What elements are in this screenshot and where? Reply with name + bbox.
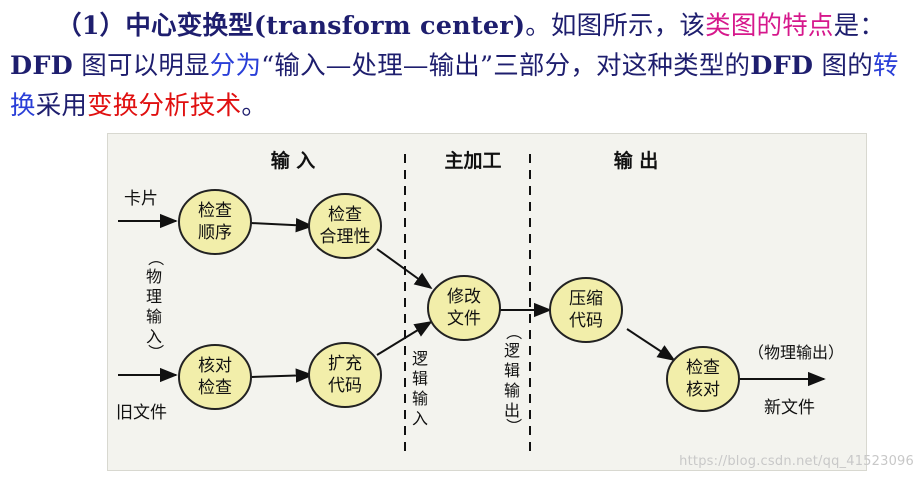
text-segment: 图可以明显	[72, 51, 210, 81]
section-main-title: 主加工	[444, 150, 501, 172]
section-output-title: 输 出	[614, 149, 659, 172]
svg-text:顺序: 顺序	[198, 223, 232, 243]
text-segment: 。如图所示，该	[525, 11, 706, 41]
label-new-file: 新文件	[764, 398, 815, 418]
label-old-file: 旧文件	[116, 403, 167, 423]
term-dfd: DFD	[10, 51, 73, 81]
paragraph-lead: （1）中心变换型(transform center)。如图所示，该类图的特点是：…	[10, 11, 899, 121]
label-logical-output: （ 逻 辑 输 出 ）	[504, 324, 523, 434]
svg-text:核对: 核对	[198, 356, 232, 376]
watermark-url: https://blog.csdn.net/qq_41523096	[679, 454, 914, 469]
text-segment: 三部分，对这种类型的	[493, 51, 751, 81]
node-expand: 扩充 代码	[308, 342, 382, 408]
arrow-expand-to-modify	[376, 321, 433, 356]
svg-text:检查: 检查	[198, 378, 232, 398]
svg-text:辑: 辑	[412, 369, 428, 388]
svg-text:（: （	[504, 324, 523, 340]
label-physical-output: （物理输出）	[748, 343, 844, 362]
node-check-verify: 检查 核对	[666, 346, 740, 412]
term-dfd: DFD	[750, 51, 814, 81]
svg-text:压缩: 压缩	[569, 289, 603, 309]
intro-paragraph: （1）中心变换型(transform center)。如图所示，该类图的特点是：…	[10, 6, 916, 126]
svg-text:输: 输	[412, 389, 428, 408]
highlight-transform: 转换	[10, 51, 899, 121]
arrow-reasonable-to-modify	[376, 248, 433, 290]
svg-text:（: （	[146, 250, 165, 266]
section-input-title: 输 入	[271, 149, 316, 172]
node-verify: 核对 检查	[178, 344, 252, 410]
svg-text:检查: 检查	[198, 201, 232, 221]
node-check-reasonable: 检查 合理性	[308, 193, 382, 259]
svg-text:代码: 代码	[569, 311, 603, 331]
svg-text:入: 入	[412, 409, 428, 428]
arrow-verify-to-expand	[250, 368, 314, 383]
svg-text:物: 物	[146, 267, 162, 286]
svg-text:）: ）	[146, 344, 165, 360]
highlight-divide: 分为	[209, 51, 262, 81]
highlight-technique: 变换分析技术	[87, 91, 242, 121]
svg-text:输: 输	[146, 307, 162, 326]
arrow-compress-to-checkverify	[626, 328, 676, 361]
svg-text:修改: 修改	[447, 287, 481, 307]
svg-text:逻: 逻	[504, 341, 520, 360]
quote-segment: “输入—处理—输出”	[261, 51, 494, 81]
label-logical-input: 逻 辑 输 入	[412, 349, 428, 428]
svg-text:理: 理	[146, 287, 162, 306]
node-compress: 压缩 代码	[549, 277, 623, 343]
svg-text:检查: 检查	[328, 205, 362, 225]
text-segment: 是：	[833, 11, 886, 41]
text-segment: 。	[241, 91, 268, 121]
paragraph-heading: （1）中心变换型(transform center)	[56, 11, 526, 41]
svg-text:输: 输	[504, 381, 520, 400]
label-card: 卡片	[124, 189, 158, 209]
highlight-feature: 类图的特点	[705, 11, 834, 41]
label-physical-input: （ 物 理 输 入 ）	[146, 250, 165, 360]
text-segment: 采用	[35, 91, 88, 121]
svg-text:代码: 代码	[328, 376, 362, 396]
node-modify: 修改 文件	[427, 275, 501, 341]
svg-text:）: ）	[504, 418, 523, 434]
dfd-diagram-panel: 输 入 主加工 输 出 检查 顺序 检查 合理性 核对 检查	[107, 133, 867, 471]
arrow-order-to-reasonable	[250, 218, 314, 233]
node-check-order: 检查 顺序	[178, 189, 252, 255]
svg-text:核对: 核对	[686, 380, 720, 400]
svg-text:出: 出	[504, 401, 520, 420]
svg-text:文件: 文件	[447, 309, 481, 329]
svg-text:逻: 逻	[412, 349, 428, 368]
svg-text:入: 入	[146, 327, 162, 346]
text-segment: 图的	[813, 51, 873, 81]
dfd-diagram: 输 入 主加工 输 出 检查 顺序 检查 合理性 核对 检查	[116, 149, 844, 452]
svg-text:扩充: 扩充	[328, 354, 362, 374]
svg-text:检查: 检查	[686, 358, 720, 378]
svg-text:辑: 辑	[504, 361, 520, 380]
svg-text:合理性: 合理性	[320, 227, 371, 247]
